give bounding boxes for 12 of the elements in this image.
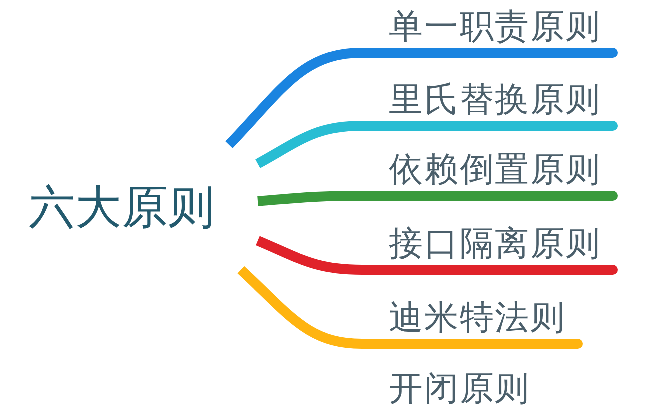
topic-label: 单一职责原则 (389, 8, 602, 46)
branch-connector (226, 48, 362, 148)
branch-connector (256, 236, 362, 275)
topic-label: 开闭原则 (389, 370, 531, 408)
topic-label: 依赖倒置原则 (389, 151, 602, 189)
topic-label: 迪米特法则 (389, 299, 566, 337)
branch-connector (258, 191, 362, 206)
central-topic-label: 六大原则 (29, 182, 215, 233)
branch-connector (256, 121, 362, 168)
branch-connector (238, 266, 362, 349)
topic-label: 接口隔离原则 (389, 225, 602, 263)
topic-label: 里氏替换原则 (389, 81, 602, 119)
